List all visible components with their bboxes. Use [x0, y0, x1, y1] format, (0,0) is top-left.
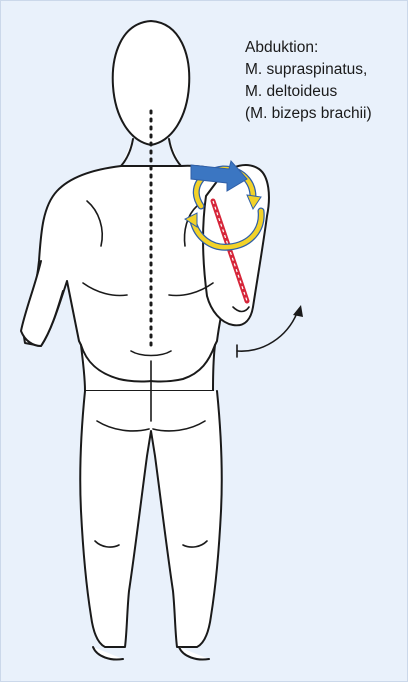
annotation-line-movement: Abduktion:	[245, 37, 407, 59]
annotation-line-supraspinatus: M. supraspinatus,	[245, 59, 407, 81]
annotation-line-biceps: (M. bizeps brachii)	[245, 103, 407, 125]
feet-outline	[93, 647, 209, 660]
legs-outline	[80, 391, 222, 647]
annotation-line-deltoideus: M. deltoideus	[245, 81, 407, 103]
muscle-annotation: Abduktion: M. supraspinatus, M. deltoide…	[245, 37, 407, 125]
